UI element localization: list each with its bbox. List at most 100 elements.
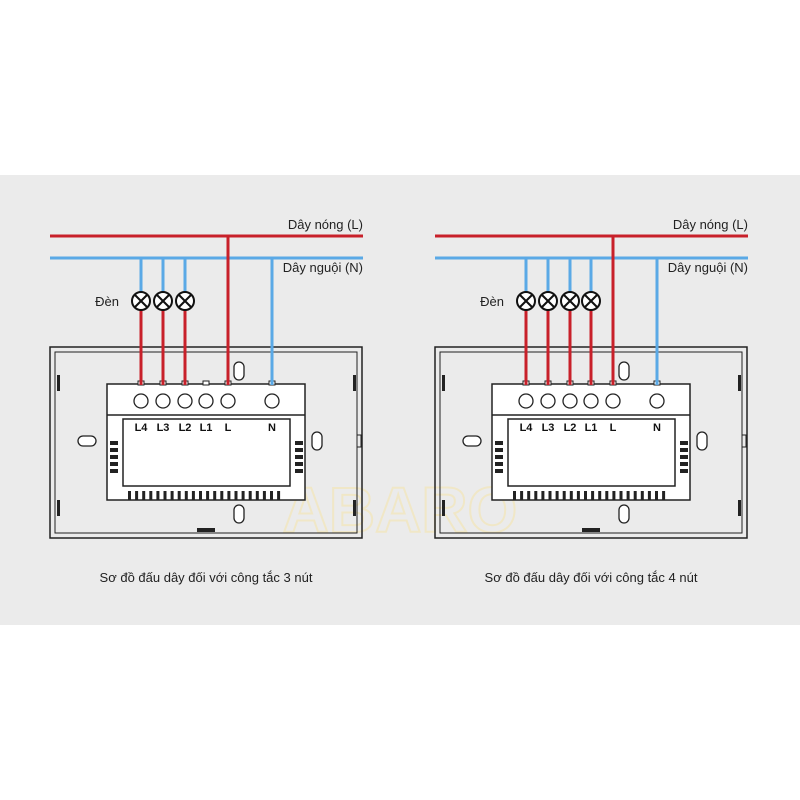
vent-slot [295, 469, 303, 473]
vent-slot [262, 491, 266, 500]
terminal-screw [649, 393, 665, 409]
lamp-icon [581, 291, 601, 311]
vent-slot [513, 491, 516, 500]
vent-slot [255, 491, 259, 500]
bottom-notch [197, 528, 215, 532]
lamp-icon [131, 291, 151, 311]
vent-slot [295, 462, 303, 466]
bottom-notch [582, 528, 600, 532]
label-window [122, 418, 291, 487]
mounting-hole [311, 431, 323, 451]
vent-slot [128, 491, 131, 500]
vent-slot [295, 448, 303, 452]
vent-slot [584, 491, 587, 500]
vent-slot [206, 491, 210, 500]
terminal-screw [133, 393, 149, 409]
terminal-label-l4: L4 [520, 422, 534, 434]
vent-slot [495, 448, 503, 452]
mounting-clip [442, 375, 445, 391]
vent-slot [234, 491, 238, 500]
vent-slot [680, 448, 688, 452]
vent-slot [295, 441, 303, 445]
vent-slot [270, 491, 273, 500]
vent-slot [142, 491, 146, 500]
lamp-cross [156, 294, 170, 308]
vent-slot [110, 441, 118, 445]
lamp-cross [584, 294, 598, 308]
terminal-screw [540, 393, 556, 409]
terminal-label-l1: L1 [200, 422, 213, 434]
mounting-clip [442, 500, 445, 516]
diagram-caption: Sơ đồ đấu dây đối với công tắc 3 nút [100, 570, 313, 585]
vent-slot [277, 491, 281, 500]
terminal-label-n: N [268, 422, 276, 434]
lamp-icon [538, 291, 558, 311]
lamp-label: Đèn [95, 294, 119, 309]
terminal-label-l4: L4 [135, 422, 149, 434]
vent-slot [633, 491, 637, 500]
terminal-screw [198, 393, 214, 409]
vent-slot [619, 491, 623, 500]
vent-slot [662, 491, 666, 500]
terminal-screw [177, 393, 193, 409]
vent-slot [241, 491, 245, 500]
lamp-cross [563, 294, 577, 308]
mounting-hole [618, 504, 630, 524]
terminal-screw [220, 393, 236, 409]
vent-slot [655, 491, 658, 500]
vent-slot [626, 491, 630, 500]
terminal-label-l3: L3 [157, 422, 170, 434]
terminal-label-l1: L1 [585, 422, 598, 434]
vent-slot [110, 455, 118, 459]
label-window [507, 418, 676, 487]
mounting-hole [77, 435, 97, 447]
mounting-clip [353, 375, 356, 391]
vent-slot [135, 491, 139, 500]
terminal-label-l3: L3 [542, 422, 555, 434]
mounting-hole [233, 504, 245, 524]
vent-slot [170, 491, 174, 500]
mounting-hole [696, 431, 708, 451]
lamp-cross [519, 294, 533, 308]
mounting-clip [353, 500, 356, 516]
lamp-icon [516, 291, 536, 311]
mounting-clip [738, 375, 741, 391]
diagram-caption: Sơ đồ đấu dây đối với công tắc 4 nút [485, 570, 698, 585]
terminal-label-n: N [653, 422, 661, 434]
side-notch [356, 434, 362, 448]
vent-slot [520, 491, 524, 500]
hot-wire-label: Dây nóng (L) [673, 217, 748, 232]
vent-slot [548, 491, 552, 500]
side-notch [741, 434, 747, 448]
vent-slot [213, 491, 217, 500]
mounting-hole [618, 361, 630, 381]
vent-slot [605, 491, 609, 500]
terminal-label-l: L [225, 422, 232, 434]
vent-slot [295, 455, 303, 459]
vent-slot [680, 469, 688, 473]
terminal-label-l2: L2 [564, 422, 577, 434]
vent-slot [591, 491, 595, 500]
lamp-cross [134, 294, 148, 308]
switch-plate-outline [49, 346, 363, 539]
vent-slot [541, 491, 545, 500]
neutral-wire-label: Dây nguội (N) [668, 260, 748, 275]
vent-slot [227, 491, 231, 500]
vent-slot [149, 491, 153, 500]
mounting-hole [462, 435, 482, 447]
terminal-screw [518, 393, 534, 409]
terminal-screw [264, 393, 280, 409]
vent-slot [163, 491, 167, 500]
vent-slot [495, 462, 503, 466]
mounting-clip [738, 500, 741, 516]
vent-slot [248, 491, 252, 500]
vent-slot [534, 491, 538, 500]
vent-slot [220, 491, 224, 500]
watermark-logo: ABARO [283, 474, 518, 546]
vent-slot [576, 491, 580, 500]
mounting-clip [57, 375, 60, 391]
lamp-cross [178, 294, 192, 308]
